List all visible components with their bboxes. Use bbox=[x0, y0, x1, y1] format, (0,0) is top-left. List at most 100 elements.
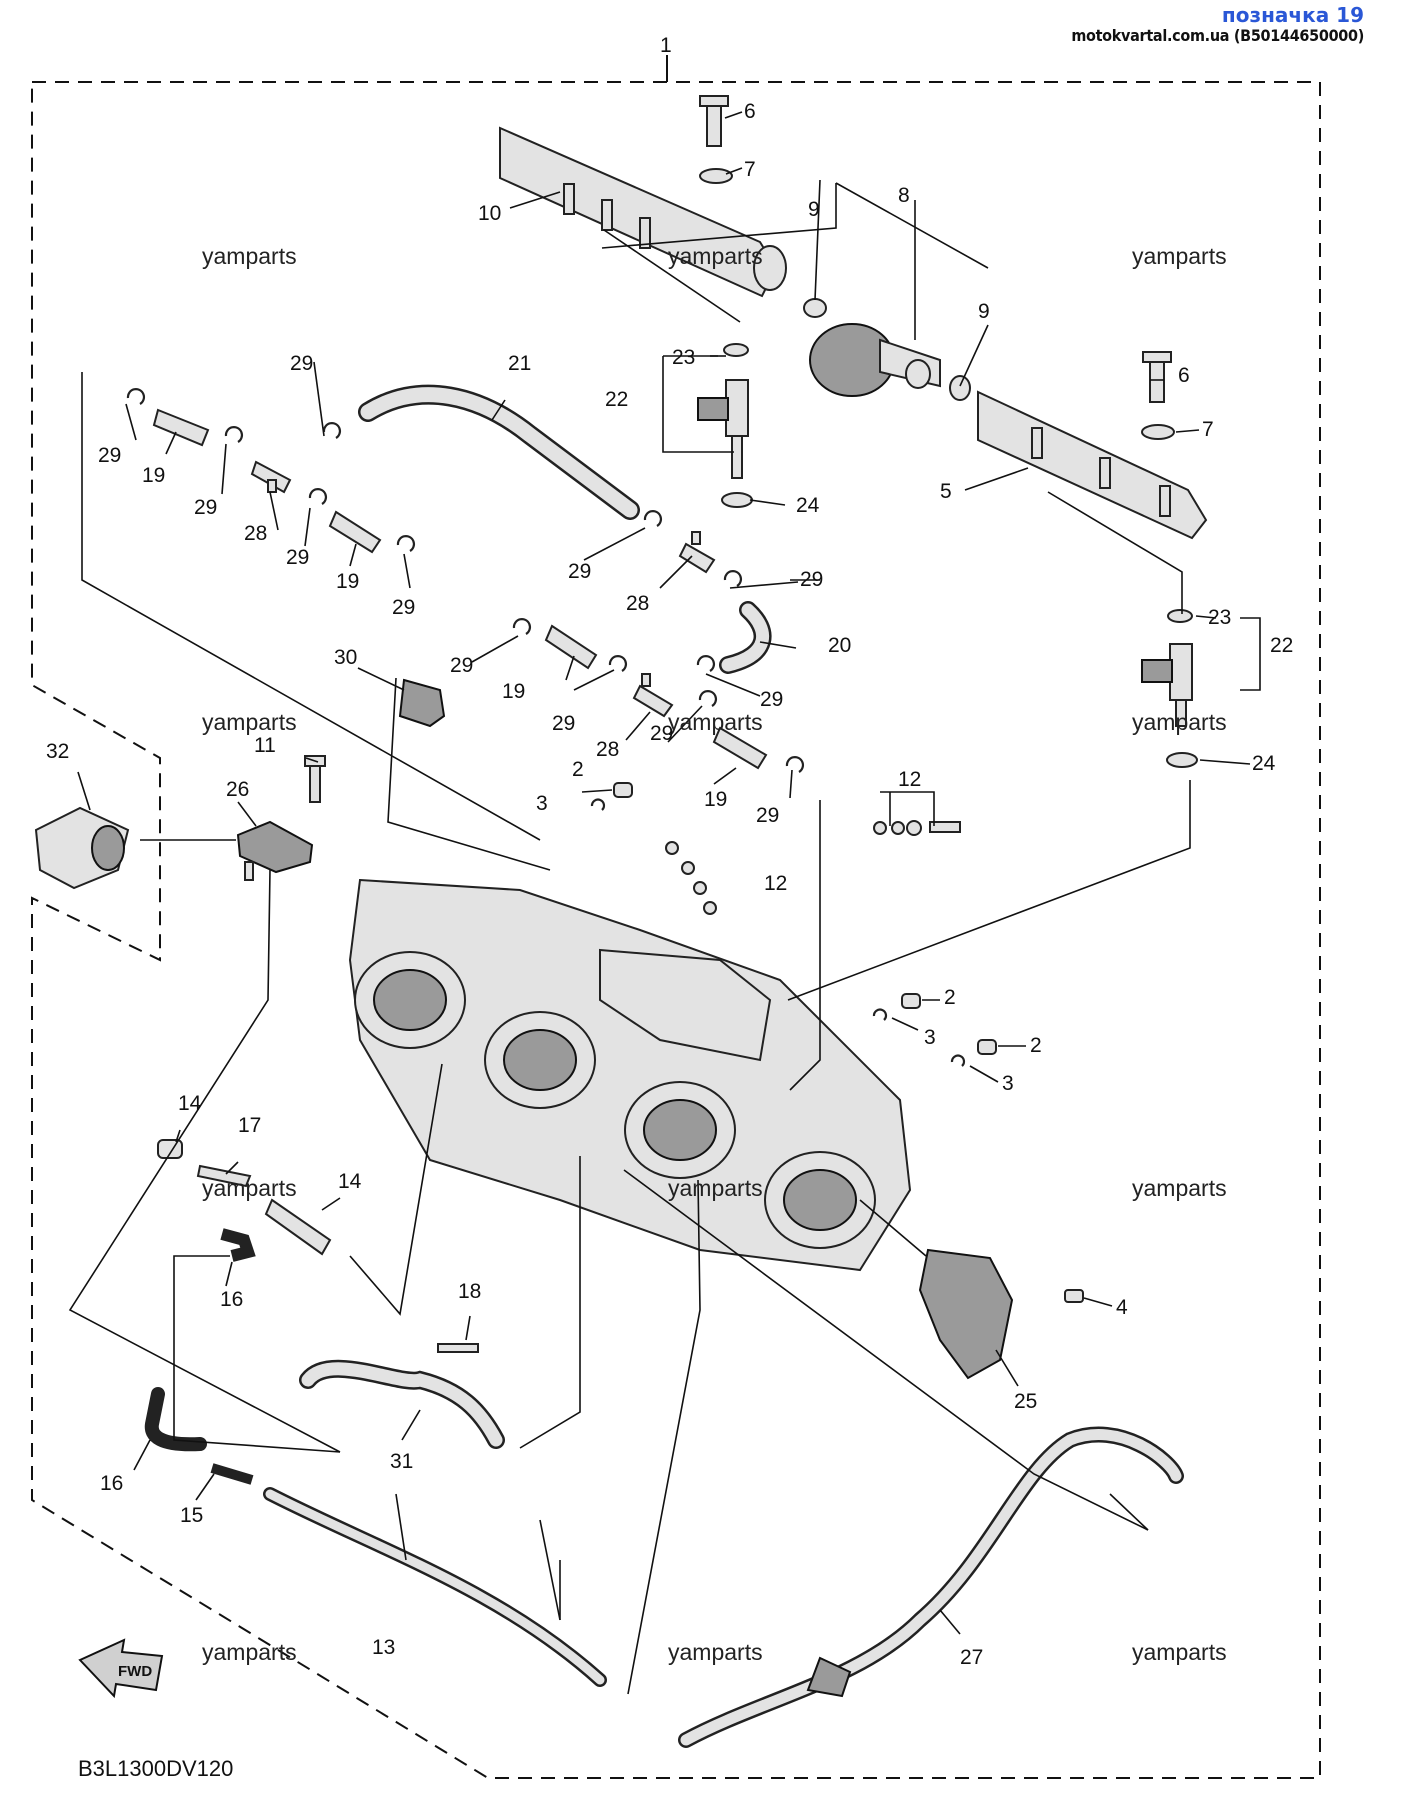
callout-2: 2 bbox=[944, 986, 956, 1009]
callout-29: 29 bbox=[392, 596, 415, 619]
callout-7: 7 bbox=[744, 158, 756, 181]
callout-21: 21 bbox=[508, 352, 531, 375]
callout-29: 29 bbox=[756, 804, 779, 827]
cap-14-a bbox=[157, 1139, 183, 1159]
hose-19-d bbox=[712, 726, 768, 770]
watermark: yamparts bbox=[1132, 243, 1227, 269]
callout-14: 14 bbox=[338, 1170, 362, 1193]
assembly-boundary bbox=[31, 81, 1321, 1779]
injector-22-upper bbox=[697, 343, 753, 508]
callout-19: 19 bbox=[336, 570, 359, 593]
callout-17: 17 bbox=[238, 1114, 261, 1137]
bolt-6-right bbox=[1142, 351, 1172, 403]
callout-13: 13 bbox=[372, 1636, 395, 1659]
callout-2: 2 bbox=[1030, 1034, 1042, 1057]
callout-5: 5 bbox=[940, 480, 952, 503]
callout-4: 4 bbox=[1116, 1296, 1128, 1319]
t-fitting-28-a bbox=[250, 460, 292, 494]
callout-6: 6 bbox=[1178, 364, 1190, 387]
callout-22: 22 bbox=[1270, 634, 1293, 657]
fwd-arrow-icon: FWD bbox=[78, 1638, 164, 1699]
callout-22: 22 bbox=[605, 388, 628, 411]
callout-28: 28 bbox=[596, 738, 619, 761]
callout-23: 23 bbox=[1208, 606, 1231, 629]
callout-15: 15 bbox=[180, 1504, 203, 1527]
callout-27: 27 bbox=[960, 1646, 983, 1669]
pressure-regulator-8 bbox=[809, 323, 941, 397]
callout-31: 31 bbox=[390, 1450, 413, 1473]
callout-1: 1 bbox=[660, 34, 672, 57]
callout-3: 3 bbox=[924, 1026, 936, 1049]
callout-19: 19 bbox=[142, 464, 165, 487]
callout-labels: 1 2 2 2 3 3 3 4 5 6 6 7 7 8 9 9 10 11 12… bbox=[46, 34, 1293, 1669]
fitting-15 bbox=[210, 1463, 254, 1485]
callout-16: 16 bbox=[100, 1472, 123, 1495]
hose-19-b bbox=[328, 510, 382, 554]
callout-9: 9 bbox=[808, 198, 820, 221]
callout-14: 14 bbox=[178, 1092, 202, 1115]
o-ring-9-right bbox=[949, 375, 971, 401]
callout-29: 29 bbox=[568, 560, 591, 583]
callout-29: 29 bbox=[650, 722, 673, 745]
clips-3 bbox=[590, 798, 966, 1067]
callout-23: 23 bbox=[672, 346, 695, 369]
callout-3: 3 bbox=[536, 792, 548, 815]
callout-28: 28 bbox=[244, 522, 267, 545]
tps-sensor-25 bbox=[918, 1248, 1014, 1380]
watermark: yamparts bbox=[202, 243, 297, 269]
leader-lines bbox=[68, 111, 1261, 1695]
sensor-30 bbox=[398, 678, 446, 728]
watermarks: yamparts yamparts yamparts yamparts yamp… bbox=[202, 243, 1227, 1665]
callout-19: 19 bbox=[502, 680, 525, 703]
cap-32 bbox=[34, 806, 130, 890]
elbow-16-a bbox=[220, 1228, 256, 1262]
callout-25: 25 bbox=[1014, 1390, 1037, 1413]
watermark: yamparts bbox=[202, 1175, 297, 1201]
fitting-17 bbox=[196, 1164, 252, 1188]
callout-28: 28 bbox=[626, 592, 649, 615]
callout-18: 18 bbox=[458, 1280, 481, 1303]
callout-29: 29 bbox=[800, 568, 823, 591]
callout-8: 8 bbox=[898, 184, 910, 207]
t-fitting-28-b bbox=[678, 531, 716, 574]
fuel-rail-5 bbox=[977, 390, 1208, 540]
callout-29: 29 bbox=[290, 352, 313, 375]
callout-26: 26 bbox=[226, 778, 249, 801]
callout-29: 29 bbox=[194, 496, 217, 519]
callout-32: 32 bbox=[46, 740, 69, 763]
hose-19-c bbox=[544, 624, 598, 670]
washer-7-upper bbox=[699, 168, 733, 184]
callout-9: 9 bbox=[978, 300, 990, 323]
callout-12: 12 bbox=[764, 872, 787, 895]
watermark: yamparts bbox=[1132, 1639, 1227, 1665]
fuel-rail-10 bbox=[499, 126, 787, 298]
map-sensor-26 bbox=[236, 820, 314, 881]
callout-6: 6 bbox=[744, 100, 756, 123]
callout-24: 24 bbox=[1252, 752, 1276, 775]
hose-19-a bbox=[152, 408, 210, 447]
watermark: yamparts bbox=[1132, 1175, 1227, 1201]
bolt-6-upper bbox=[699, 95, 729, 147]
watermark: yamparts bbox=[1132, 709, 1227, 735]
mark-label: позначка 19 bbox=[1221, 3, 1364, 27]
injector-22-right bbox=[1141, 609, 1198, 768]
callout-30: 30 bbox=[334, 646, 357, 669]
watermark: yamparts bbox=[668, 1639, 763, 1665]
diagram-code: B3L1300DV120 bbox=[78, 1756, 233, 1781]
callout-20: 20 bbox=[828, 634, 851, 657]
watermark: yamparts bbox=[668, 1175, 763, 1201]
bolt-11 bbox=[304, 755, 326, 803]
fwd-label: FWD bbox=[118, 1663, 152, 1680]
callout-29: 29 bbox=[286, 546, 309, 569]
washer-7-right bbox=[1141, 424, 1175, 440]
callout-24: 24 bbox=[796, 494, 820, 517]
callout-10: 10 bbox=[478, 202, 501, 225]
callout-7: 7 bbox=[1202, 418, 1214, 441]
page-header: позначка 19 motokvartal.com.ua (B5014465… bbox=[1071, 4, 1364, 45]
caps-2 bbox=[613, 782, 997, 1055]
callout-29: 29 bbox=[552, 712, 575, 735]
watermark: yamparts bbox=[668, 243, 763, 269]
callout-2: 2 bbox=[572, 758, 584, 781]
watermark: yamparts bbox=[202, 709, 297, 735]
callout-29: 29 bbox=[450, 654, 473, 677]
